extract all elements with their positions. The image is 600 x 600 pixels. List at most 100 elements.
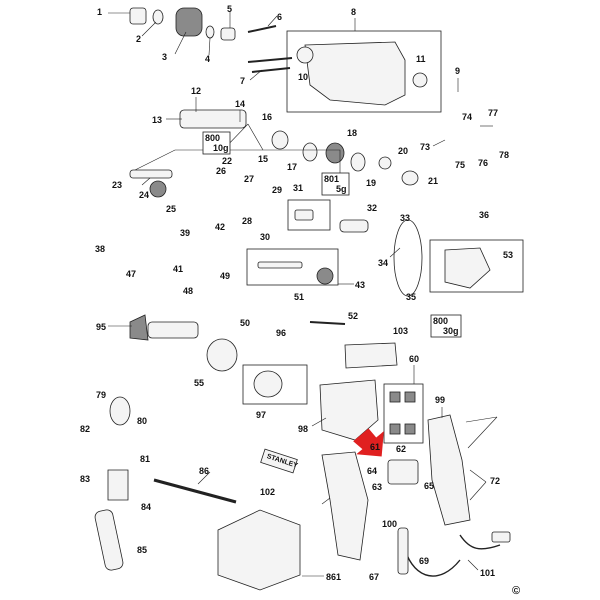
callout-31: 31 bbox=[293, 183, 303, 193]
callout-99-right: 99 bbox=[435, 395, 445, 405]
callout-49: 49 bbox=[220, 271, 230, 281]
box-60 bbox=[383, 383, 424, 444]
callout-78: 78 bbox=[499, 150, 509, 160]
box-8 bbox=[286, 30, 442, 113]
part-4 bbox=[205, 25, 215, 39]
callout-86: 86 bbox=[199, 466, 209, 476]
part-84 bbox=[107, 469, 129, 501]
leader-6 bbox=[267, 15, 278, 27]
callout-861: 861 bbox=[326, 572, 341, 582]
part-18 bbox=[325, 142, 345, 164]
housing-8 bbox=[304, 41, 406, 106]
callout-95: 95 bbox=[96, 322, 106, 332]
part-101-cord bbox=[404, 534, 501, 577]
callout-81: 81 bbox=[140, 454, 150, 464]
callout-43: 43 bbox=[355, 280, 365, 290]
part-10 bbox=[296, 46, 314, 64]
callout-34: 34 bbox=[378, 258, 388, 268]
leader-72b bbox=[469, 481, 487, 501]
callout-30: 30 bbox=[260, 232, 270, 242]
callout-80: 80 bbox=[137, 416, 147, 426]
part-1 bbox=[129, 7, 147, 25]
callout-4: 4 bbox=[205, 54, 210, 64]
part-86 bbox=[153, 478, 237, 504]
callout-67: 67 bbox=[369, 572, 379, 582]
part-52 bbox=[309, 321, 346, 325]
leader-73 bbox=[432, 139, 446, 147]
part-85 bbox=[94, 509, 124, 571]
box-97 bbox=[242, 364, 308, 405]
callout-38: 38 bbox=[95, 244, 105, 254]
callout-18: 18 bbox=[347, 128, 357, 138]
leader-72a bbox=[469, 469, 487, 483]
leader-34 bbox=[389, 247, 401, 258]
callout-1: 1 bbox=[97, 7, 102, 17]
part-11 bbox=[412, 72, 428, 88]
part-17 bbox=[302, 142, 318, 162]
copyright-mark: © bbox=[512, 585, 520, 597]
callout-73: 73 bbox=[420, 142, 430, 152]
part-35 bbox=[393, 219, 423, 297]
callout-9: 9 bbox=[455, 66, 460, 76]
housing-36 bbox=[444, 247, 491, 289]
callout-17: 17 bbox=[287, 162, 297, 172]
callout-21: 21 bbox=[428, 176, 438, 186]
leader-22b bbox=[205, 149, 341, 175]
part-102-plate bbox=[260, 448, 298, 474]
part-55 bbox=[206, 338, 238, 372]
callout-82: 82 bbox=[80, 424, 90, 434]
callout-labels: 1 2 3 4 5 6 7 8 9 10 11 12 13 14 15 16 1… bbox=[80, 4, 513, 582]
callout-98: 98 bbox=[298, 424, 308, 434]
grease-code: 800 bbox=[433, 316, 448, 326]
part-103 bbox=[344, 342, 398, 369]
callout-102: 102 bbox=[260, 487, 275, 497]
callout-10: 10 bbox=[298, 72, 308, 82]
callout-24: 24 bbox=[139, 190, 149, 200]
callout-50: 50 bbox=[240, 318, 250, 328]
part-98 bbox=[319, 379, 379, 441]
callout-26: 26 bbox=[216, 166, 226, 176]
part-31 bbox=[294, 209, 314, 221]
callout-84: 84 bbox=[141, 502, 151, 512]
part-861-case bbox=[217, 509, 301, 591]
part-21 bbox=[401, 170, 419, 186]
grease-amount: 5g bbox=[336, 184, 347, 194]
callout-69: 69 bbox=[419, 556, 429, 566]
callout-15: 15 bbox=[258, 154, 268, 164]
callout-42: 42 bbox=[215, 222, 225, 232]
callout-11: 11 bbox=[416, 54, 426, 64]
callout-19: 19 bbox=[366, 178, 376, 188]
callout-20: 20 bbox=[398, 146, 408, 156]
callout-55: 55 bbox=[194, 378, 204, 388]
callout-23: 23 bbox=[112, 180, 122, 190]
callout-48: 48 bbox=[183, 286, 193, 296]
part-19 bbox=[350, 152, 366, 172]
part-6-pin bbox=[247, 25, 277, 33]
callout-12: 12 bbox=[191, 86, 201, 96]
callout-101: 101 bbox=[480, 568, 495, 578]
leader-6b bbox=[467, 416, 498, 449]
callout-36: 36 bbox=[479, 210, 489, 220]
callout-29: 29 bbox=[272, 185, 282, 195]
part-101-plug bbox=[491, 531, 511, 543]
leader-3 bbox=[174, 31, 187, 55]
part-7a bbox=[247, 57, 293, 63]
leader-22a bbox=[134, 149, 205, 171]
part-32 bbox=[339, 219, 369, 233]
callout-77: 77 bbox=[488, 108, 498, 118]
brush-b bbox=[404, 391, 416, 403]
callout-85: 85 bbox=[137, 545, 147, 555]
callout-52: 52 bbox=[348, 311, 358, 321]
callout-5: 5 bbox=[227, 4, 232, 14]
box-43 bbox=[246, 248, 339, 286]
leader-98 bbox=[311, 417, 327, 427]
leader-lines bbox=[108, 12, 498, 577]
leader-23 bbox=[141, 177, 151, 186]
part-65 bbox=[387, 459, 419, 485]
gear-43 bbox=[316, 267, 334, 285]
callout-28: 28 bbox=[242, 216, 252, 226]
callout-62: 62 bbox=[396, 444, 406, 454]
leader-86 bbox=[197, 471, 211, 485]
